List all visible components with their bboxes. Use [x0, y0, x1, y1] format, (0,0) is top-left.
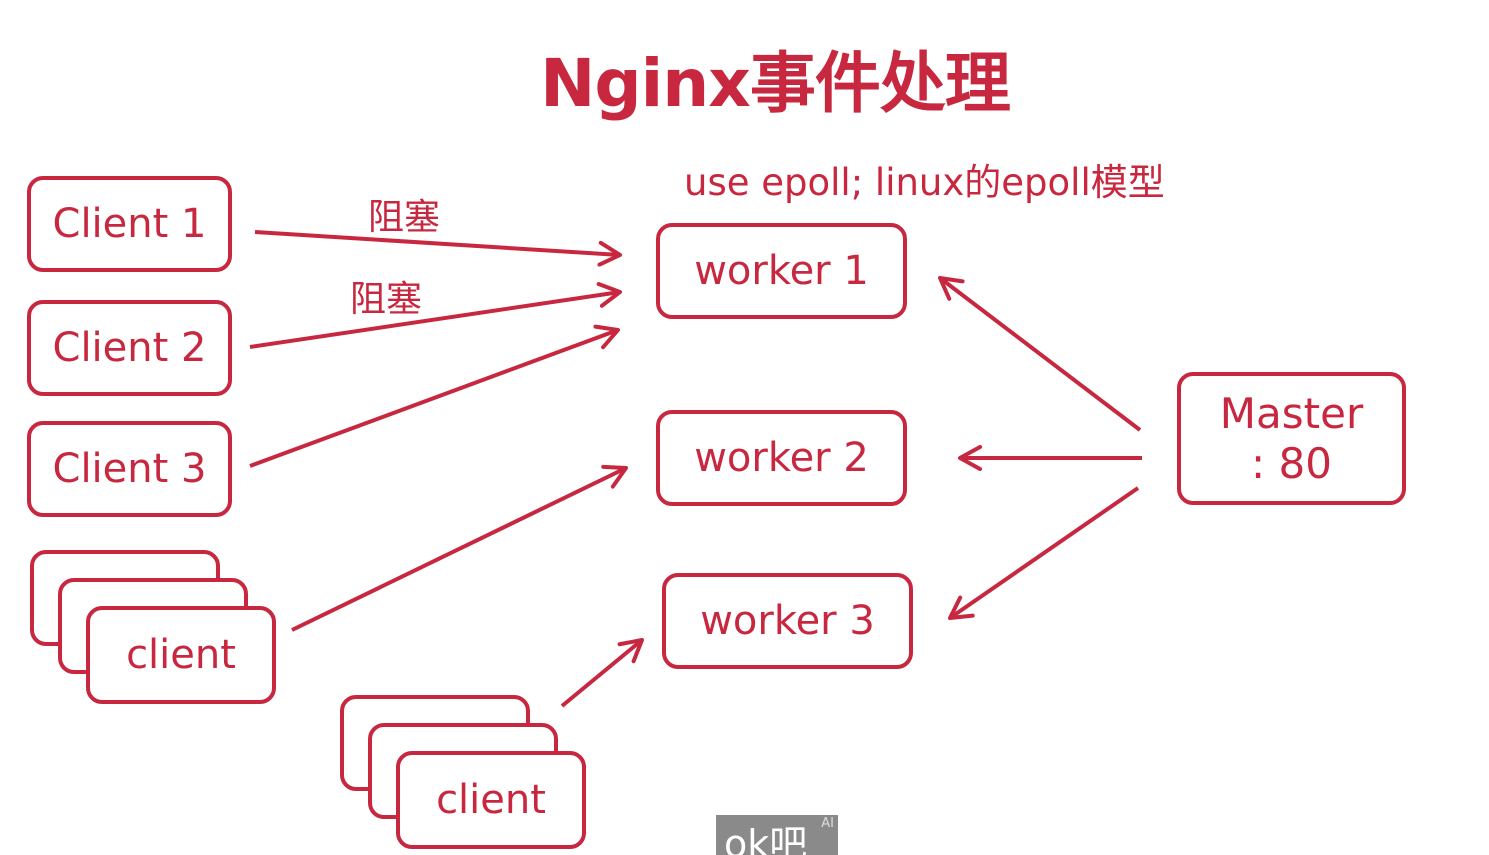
arrow-client2-to-worker1 — [249, 282, 622, 349]
client-3-box: Client 3 — [27, 421, 232, 517]
worker-2-box: worker 2 — [656, 410, 907, 506]
master-box: Master : 80 — [1177, 372, 1406, 505]
worker-1-box: worker 1 — [656, 223, 907, 319]
subtitle-overlay: ok吧 AI — [716, 815, 838, 855]
master-port: : 80 — [1251, 438, 1332, 488]
diagram-title: Nginx事件处理 — [540, 45, 1011, 122]
block-label-1: 阻塞 — [368, 197, 441, 238]
client-group-1-box: client — [86, 606, 276, 704]
arrow-master-to-worker3 — [948, 486, 1140, 620]
worker-3-box: worker 3 — [662, 573, 913, 669]
arrow-master-to-worker1 — [938, 276, 1142, 432]
arrow-client3-to-worker1 — [249, 324, 620, 468]
client-2-box: Client 2 — [27, 300, 232, 396]
subtitle-text: ok吧 — [724, 822, 808, 855]
arrow-client1-to-worker1 — [254, 230, 622, 267]
master-label: Master — [1219, 388, 1364, 438]
client-1-box: Client 1 — [27, 176, 232, 272]
client-group-2-box: client — [396, 751, 586, 849]
ai-badge: AI — [821, 816, 834, 831]
arrow-clientgroup1-to-worker2 — [291, 464, 628, 632]
arrow-clientgroup2-to-worker3 — [560, 638, 644, 708]
epoll-note: use epoll; linux的epoll模型 — [684, 161, 1165, 204]
block-label-2: 阻塞 — [350, 279, 423, 320]
